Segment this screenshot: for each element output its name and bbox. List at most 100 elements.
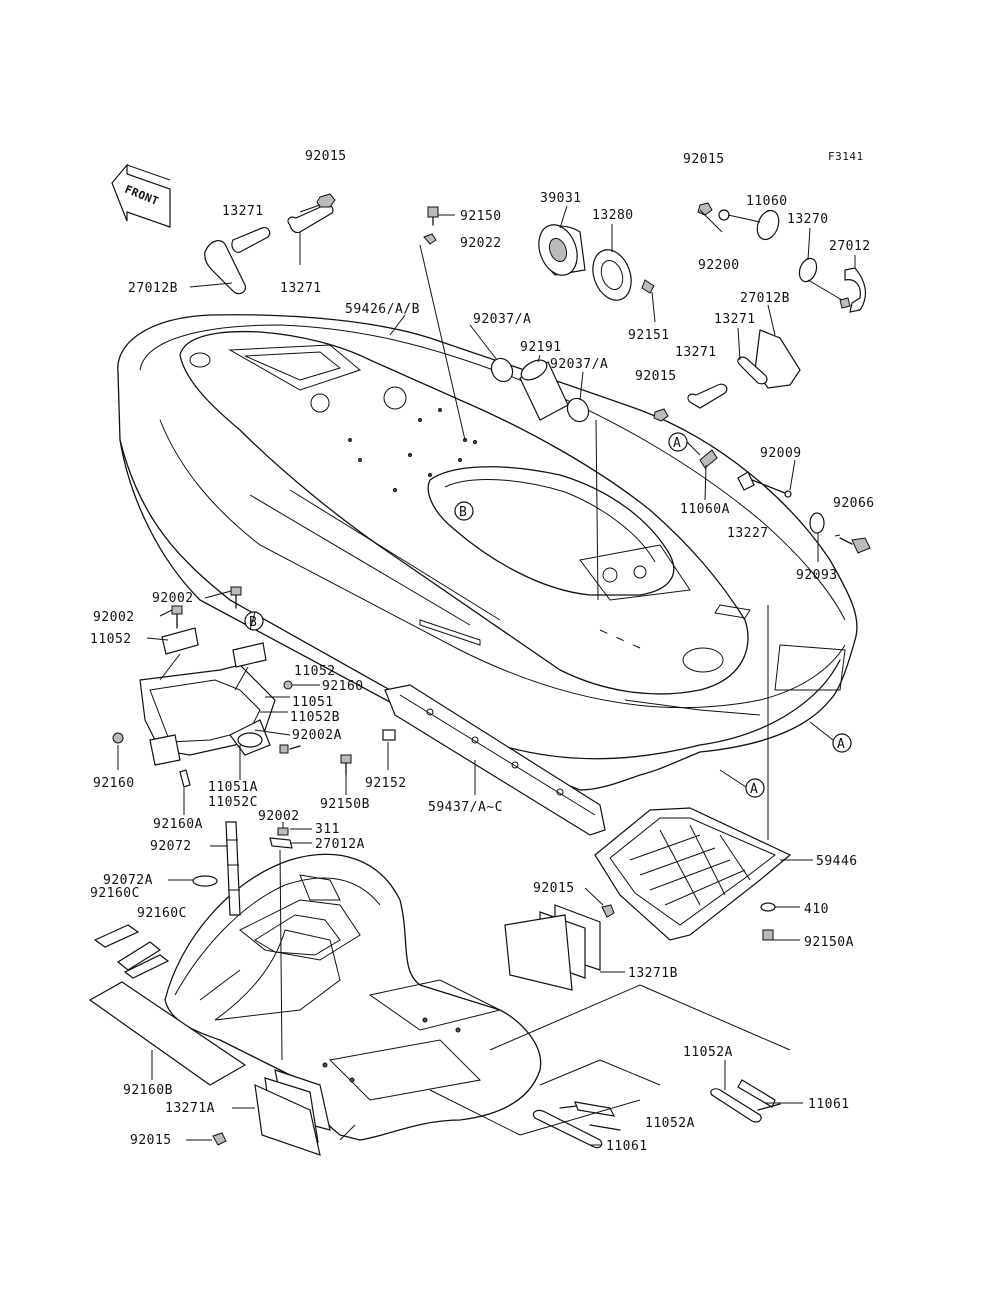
part-labels: 92015 92015 13271 13271 27012B 92150 920… — [90, 149, 875, 1154]
label-11052-a: 11052 — [90, 632, 132, 647]
label-11052a-a: 11052A — [683, 1045, 733, 1060]
callout-marker-a-3: A — [745, 778, 765, 798]
pads-13271b — [504, 904, 615, 991]
label-13271-d: 13271 — [675, 345, 717, 360]
label-92160b: 92160B — [123, 1083, 173, 1098]
pad-92160c-b — [116, 941, 162, 971]
label-13280: 13280 — [592, 208, 634, 223]
label-92015-d: 92015 — [533, 881, 575, 896]
callout-marker-a-1: A — [668, 432, 688, 452]
leader-lines — [117, 204, 856, 1146]
label-92072a: 92072A — [103, 873, 153, 888]
label-92015-c: 92015 — [635, 369, 677, 384]
label-92022: 92022 — [460, 236, 502, 251]
label-13271b: 13271B — [628, 966, 678, 981]
filler-cap — [538, 224, 655, 301]
label-92015-e: 92015 — [130, 1133, 172, 1148]
svg-text:A: A — [750, 782, 758, 797]
label-92160c-a: 92160C — [90, 886, 140, 901]
plate-13271-c — [737, 356, 768, 385]
label-11061-b: 11061 — [606, 1139, 648, 1154]
label-11052b: 11052B — [290, 710, 340, 725]
label-59446: 59446 — [816, 854, 858, 869]
label-92150: 92150 — [460, 209, 502, 224]
ride-plate — [594, 807, 792, 941]
nut-311 — [277, 827, 289, 836]
label-92152: 92152 — [365, 776, 407, 791]
intake-grate — [139, 627, 276, 766]
label-92160a: 92160A — [153, 817, 203, 832]
vent-parts — [697, 202, 867, 313]
label-92037-a: 92037/A — [473, 312, 531, 327]
label-13271a: 13271A — [165, 1101, 215, 1116]
label-11052a-b: 11052A — [645, 1116, 695, 1131]
label-92066: 92066 — [833, 496, 875, 511]
label-92002-a: 92002 — [152, 591, 194, 606]
callout-marker-b-1: B — [454, 501, 474, 521]
label-92072: 92072 — [150, 839, 192, 854]
plate-13271-d — [687, 383, 728, 409]
label-92160c-b: 92160C — [137, 906, 187, 921]
label-410: 410 — [804, 902, 829, 917]
bolt-92150a — [762, 929, 774, 941]
label-92009: 92009 — [760, 446, 802, 461]
hull-bottom — [164, 853, 542, 1141]
label-92160-b: 92160 — [93, 776, 135, 791]
bolt-92150 — [423, 206, 439, 245]
label-92037-b: 92037/A — [550, 357, 608, 372]
svg-text:B: B — [249, 615, 257, 630]
label-59426: 59426/A/B — [345, 302, 420, 317]
label-92200: 92200 — [698, 258, 740, 273]
plate-13271-b — [231, 227, 271, 253]
bolts-92002 — [112, 586, 396, 788]
label-11052-b: 11052 — [294, 664, 336, 679]
pins-11061 — [532, 1079, 781, 1149]
nut-92015-c — [653, 408, 669, 422]
label-11051: 11051 — [292, 695, 334, 710]
label-13271-b: 13271 — [280, 281, 322, 296]
ring-92072a — [192, 875, 218, 887]
svg-text:B: B — [459, 505, 467, 520]
label-311: 311 — [315, 822, 340, 837]
bracket-27012b-a — [204, 240, 246, 295]
label-11060a: 11060A — [680, 502, 730, 517]
label-92015-top-right: 92015 — [683, 152, 725, 167]
label-92191: 92191 — [520, 340, 562, 355]
label-11051a: 11051A — [208, 780, 258, 795]
svg-text:A: A — [673, 436, 681, 451]
drain-parts — [699, 449, 871, 554]
label-13271-a: 13271 — [222, 204, 264, 219]
label-39031: 39031 — [540, 191, 582, 206]
hose-and-clamps — [490, 357, 590, 423]
label-92150b: 92150B — [320, 797, 370, 812]
label-11052c: 11052C — [208, 795, 258, 810]
label-92002a: 92002A — [292, 728, 342, 743]
label-27012: 27012 — [829, 239, 871, 254]
label-27012b-a: 27012B — [128, 281, 178, 296]
strap-92072 — [225, 821, 241, 916]
svg-text:A: A — [837, 737, 845, 752]
figure-id: F3141 — [828, 150, 864, 163]
front-arrow-icon: FRONT — [111, 163, 171, 228]
nut-92015-a — [316, 193, 336, 208]
label-92150a: 92150A — [804, 935, 854, 950]
label-11060: 11060 — [746, 194, 788, 209]
pad-92160c-c — [123, 954, 170, 979]
pads-13271a — [212, 1069, 331, 1156]
label-92015-top-left: 92015 — [305, 149, 347, 164]
callout-marker-a-2: A — [832, 733, 852, 753]
label-13271-c: 13271 — [714, 312, 756, 327]
label-13270: 13270 — [787, 212, 829, 227]
label-27012a: 27012A — [315, 837, 365, 852]
label-92002-b: 92002 — [93, 610, 135, 625]
label-59437: 59437/A~C — [428, 800, 503, 815]
label-92093: 92093 — [796, 568, 838, 583]
label-13227: 13227 — [727, 526, 769, 541]
pad-92160b — [88, 981, 247, 1086]
hull-side-guard — [384, 684, 606, 836]
label-27012b-b: 27012B — [740, 291, 790, 306]
hull-holes — [348, 408, 477, 492]
label-11061-a: 11061 — [808, 1097, 850, 1112]
label-92151: 92151 — [628, 328, 670, 343]
